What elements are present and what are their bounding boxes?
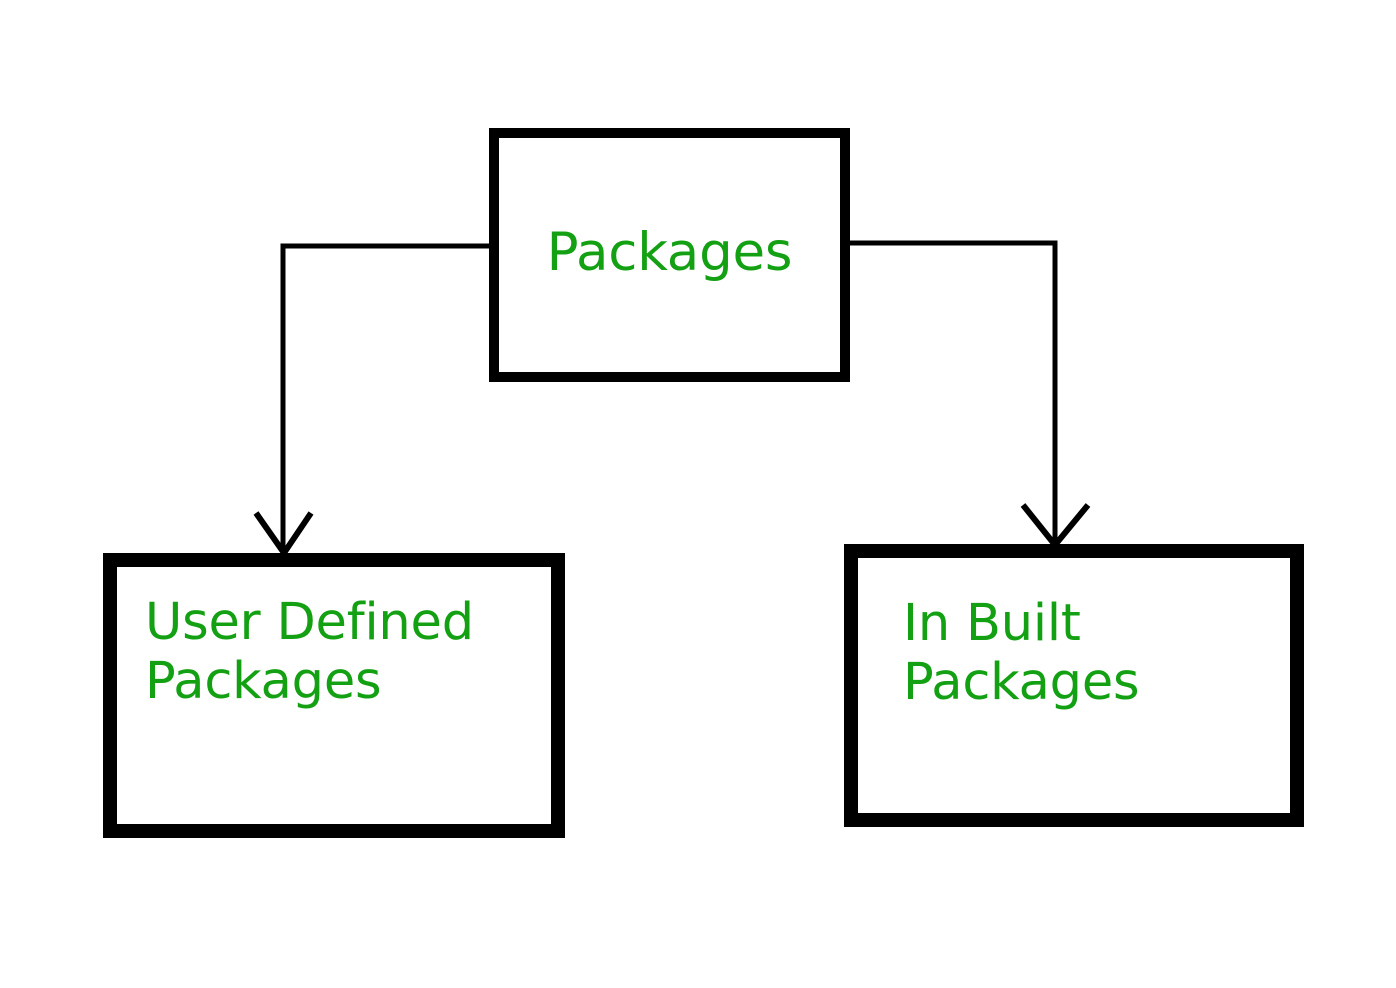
edge-root-to-in-built [850,240,1091,550]
node-user-defined-packages[interactable]: User Defined Packages [103,553,565,838]
arrowhead-root-to-in-built [1020,503,1091,550]
node-packages-label: Packages [546,222,793,284]
node-in-built-packages[interactable]: In Built Packages [844,544,1304,827]
node-packages[interactable]: Packages [489,128,850,382]
arrowhead-root-to-user-defined [253,511,314,559]
node-user-defined-packages-label: User Defined Packages [145,593,474,712]
node-in-built-packages-label: In Built Packages [903,594,1140,713]
edge-line-root-to-user-defined [280,243,489,553]
edge-line-root-to-in-built [850,240,1058,544]
edge-root-to-user-defined [253,243,489,559]
